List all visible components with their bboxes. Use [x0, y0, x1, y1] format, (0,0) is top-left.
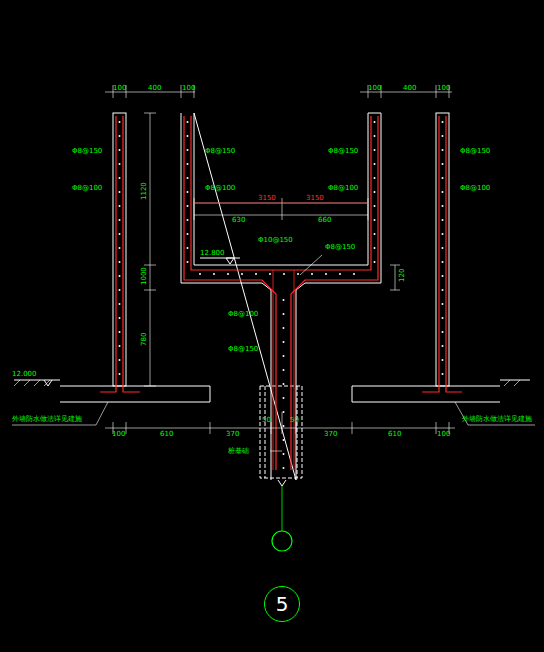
drawing-label: 50	[262, 416, 271, 424]
drawing-label: 400	[403, 84, 416, 92]
drawing-label: 100	[437, 84, 450, 92]
drawing-label: 400	[148, 84, 161, 92]
drawing-label: 370	[324, 430, 337, 438]
drawing-label: 610	[160, 430, 173, 438]
drawing-label: 610	[388, 430, 401, 438]
drawing-label: 100	[368, 84, 381, 92]
drawing-label: 100	[182, 84, 195, 92]
drawing-label: Φ10@150	[258, 236, 293, 244]
drawing-label: 12.000	[12, 370, 37, 378]
drawing-label: 桩基础	[228, 447, 249, 455]
drawing-label: 3150	[306, 194, 324, 202]
drawing-label: Φ8@100	[328, 184, 358, 192]
drawing-label: 12.800	[200, 249, 225, 257]
drawing-label: 100	[112, 430, 125, 438]
drawing-label: 50	[290, 416, 299, 424]
drawing-label: 780	[140, 333, 148, 346]
drawing-label: Φ8@150	[325, 243, 355, 251]
drawing-label: 3150	[258, 194, 276, 202]
drawing-label: Φ8@150	[205, 147, 235, 155]
drawing-label: 120	[398, 269, 406, 282]
drawing-label: Φ8@100	[72, 184, 102, 192]
drawing-label: 660	[318, 216, 331, 224]
drawing-label: Φ8@100	[205, 184, 235, 192]
section-symbol: 5	[264, 586, 300, 622]
drawing-label: 1120	[140, 182, 148, 200]
drawing-label: 100	[437, 430, 450, 438]
drawing-label: Φ8@150	[460, 147, 490, 155]
drawing-label: 630	[232, 216, 245, 224]
drawing-label: 外墙防水做法详见建施	[462, 415, 532, 423]
section-number: 5	[276, 592, 289, 616]
drawing-label: Φ8@150	[328, 147, 358, 155]
drawing-label: 100	[113, 84, 126, 92]
drawing-label: Φ8@150	[228, 345, 258, 353]
drawing-label: Φ8@100	[228, 310, 258, 318]
drawing-label: 370	[226, 430, 239, 438]
drawing-label: Φ8@100	[460, 184, 490, 192]
drawing-label: 外墙防水做法详见建施	[12, 415, 82, 423]
drawing-label: Φ8@150	[72, 147, 102, 155]
drawing-label: 1000	[140, 267, 148, 285]
